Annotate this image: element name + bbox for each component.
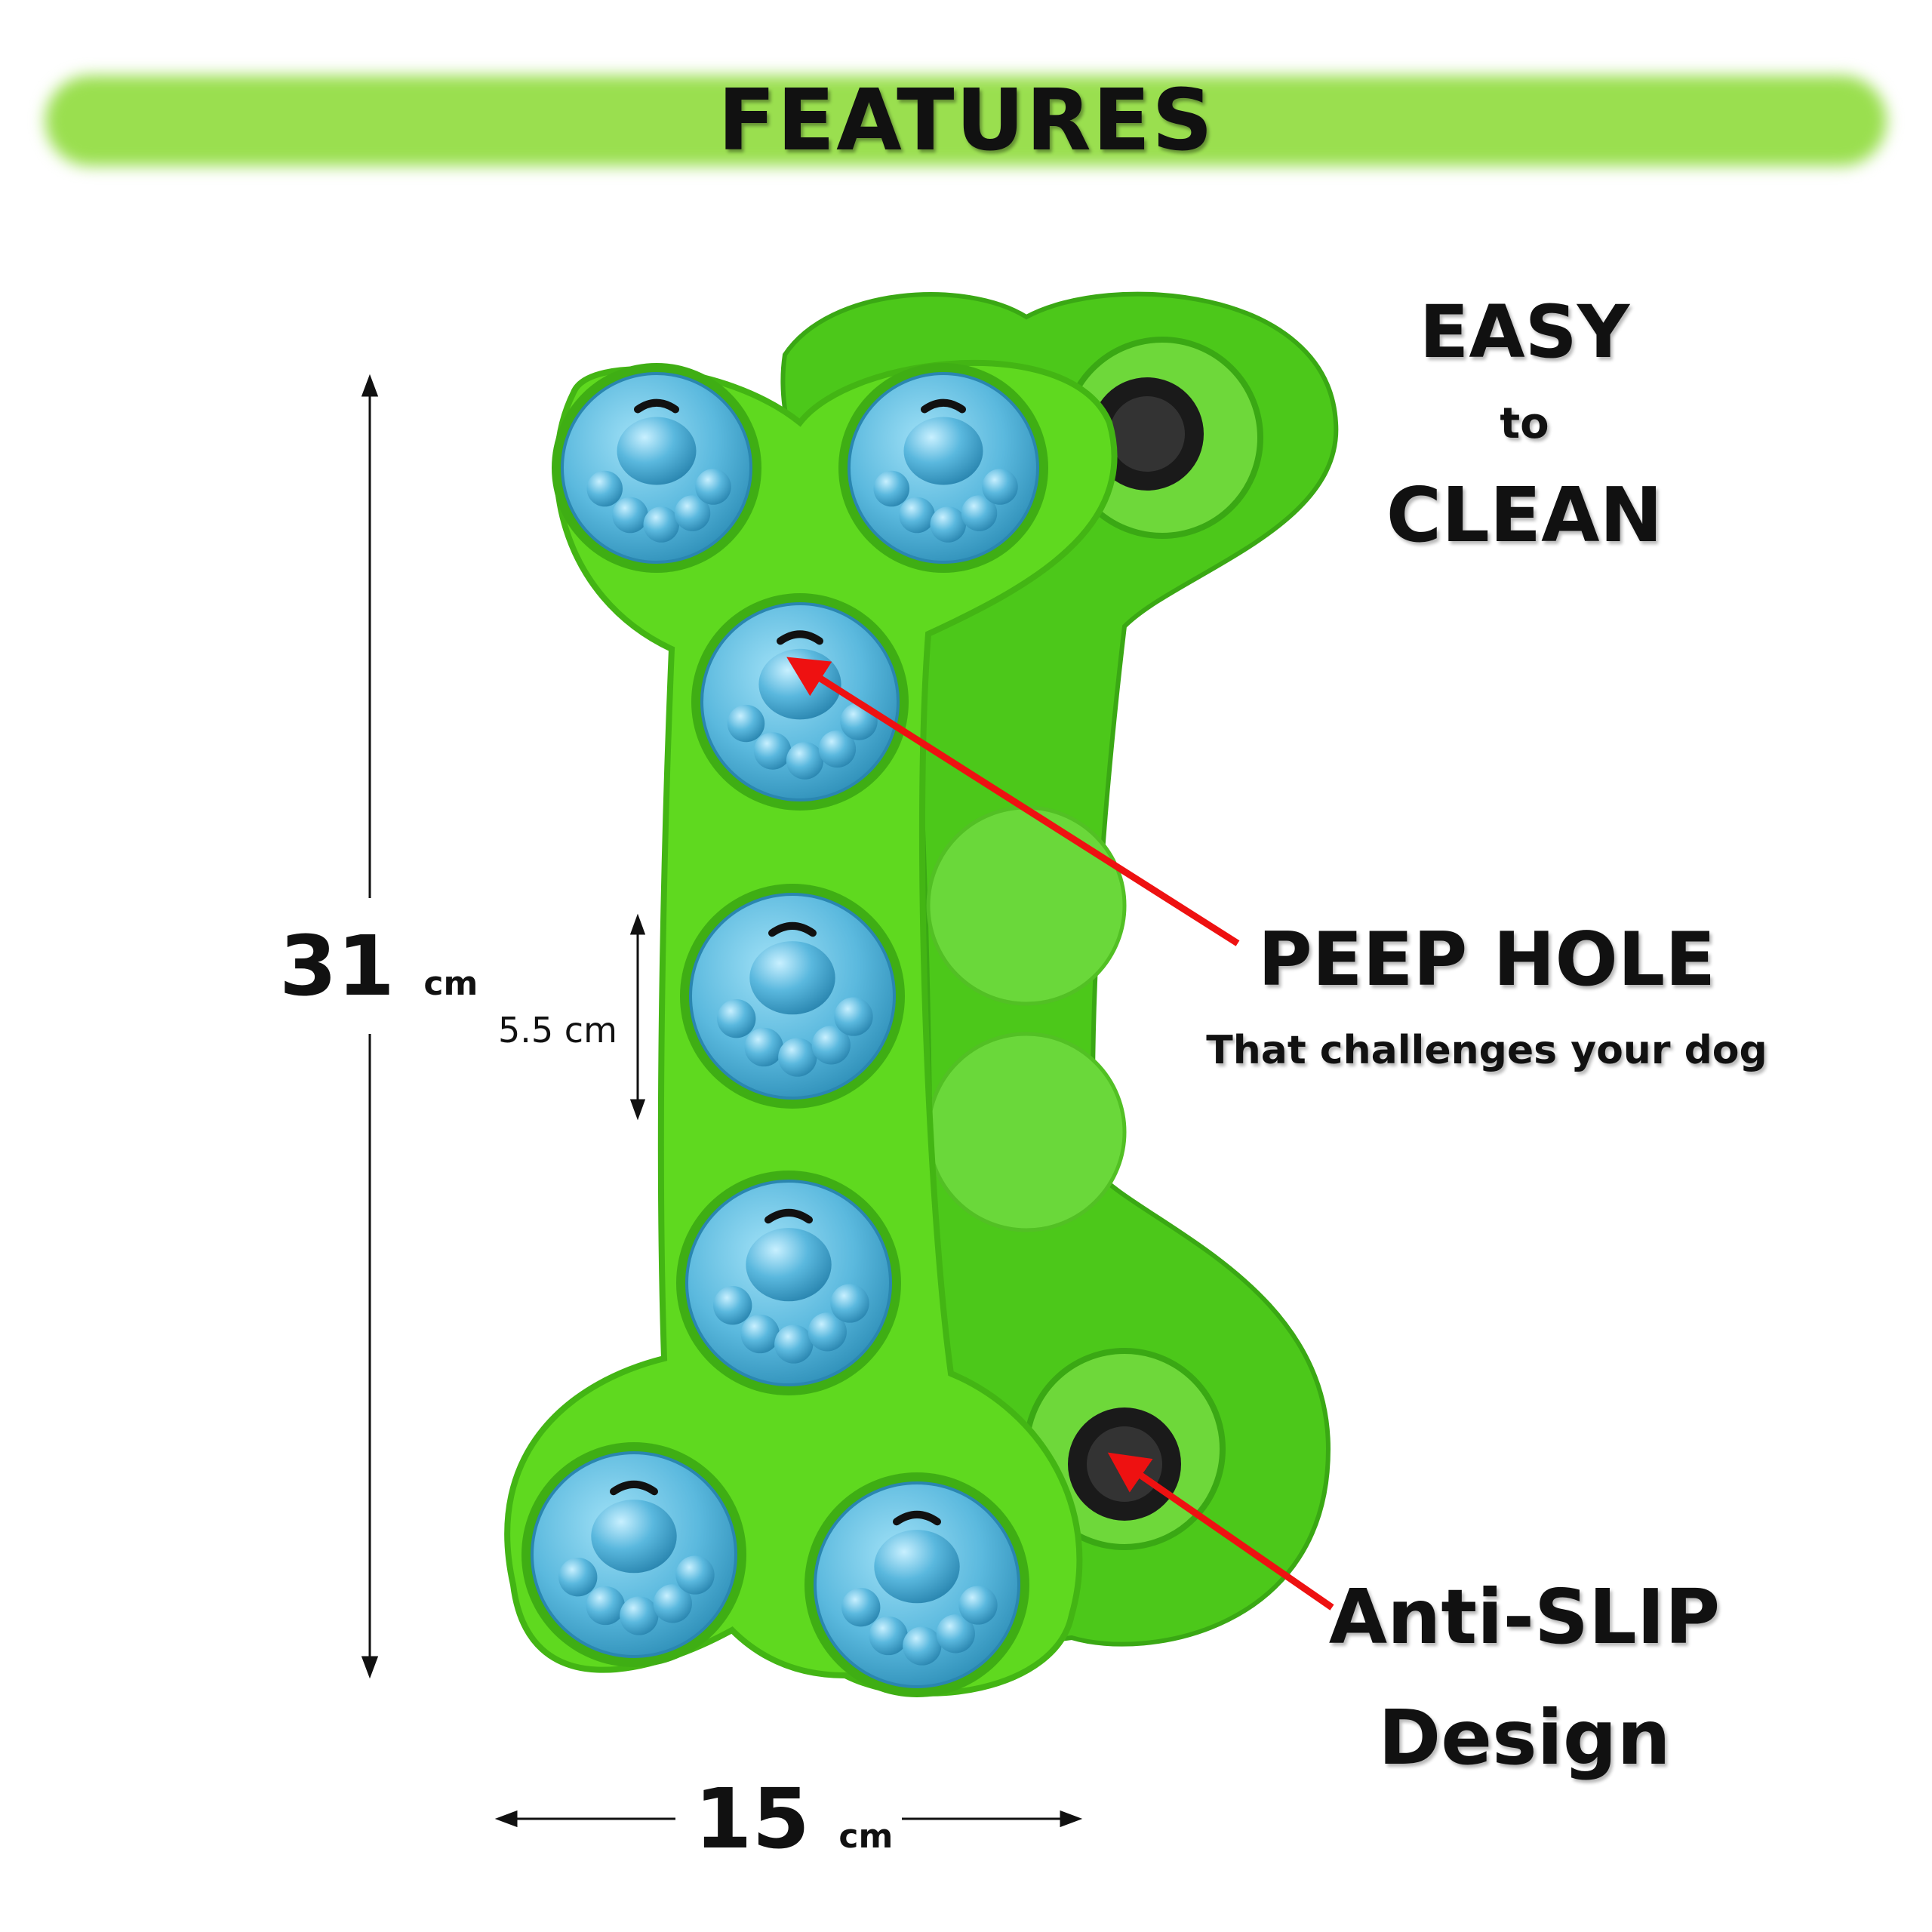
width-label: 15 cm xyxy=(694,1770,893,1886)
paw-button[interactable] xyxy=(680,884,905,1109)
peep-hole-arrow xyxy=(786,657,1240,946)
anti-slip-arrow xyxy=(1107,1452,1334,1611)
height-unit: cm xyxy=(423,964,478,1003)
pad-size-label: 5.5 cm xyxy=(498,1010,617,1051)
paw-button[interactable] xyxy=(804,1472,1029,1697)
paw-button[interactable] xyxy=(521,1442,746,1667)
paw-icon xyxy=(717,941,873,1077)
paw-button[interactable] xyxy=(838,363,1048,573)
anti-slip-line1: Anti-SLIP xyxy=(1328,1573,1721,1661)
pad-dimension-line xyxy=(629,913,646,1121)
paw-button[interactable] xyxy=(691,593,909,811)
paw-icon xyxy=(558,1500,715,1635)
paw-icon xyxy=(841,1530,998,1666)
height-value: 31 xyxy=(279,918,395,1014)
easy-clean-line3: CLEAN xyxy=(1386,471,1663,559)
width-unit: cm xyxy=(838,1817,894,1856)
page-title: FEATURES xyxy=(718,72,1214,170)
peep-hole-title: PEEP HOLE xyxy=(1257,917,1716,1003)
height-label: 31 cm xyxy=(279,917,478,1033)
width-value: 15 xyxy=(694,1770,811,1867)
paw-button[interactable] xyxy=(552,363,761,573)
paw-icon xyxy=(586,417,731,543)
anti-slip-line2: Design xyxy=(1378,1694,1671,1782)
easy-clean-line1: EASY xyxy=(1419,290,1630,374)
peep-hole-subtitle: That challenges your dog xyxy=(1206,1028,1767,1073)
paw-button[interactable] xyxy=(676,1171,901,1395)
paw-icon xyxy=(873,417,1018,543)
height-dimension-line xyxy=(361,374,379,1679)
suction-cup-icon xyxy=(1061,337,1263,539)
easy-clean-line2: to xyxy=(1500,399,1549,448)
paw-icon xyxy=(713,1228,869,1364)
width-dimension-line xyxy=(494,1810,1083,1828)
features-banner xyxy=(45,75,1887,166)
